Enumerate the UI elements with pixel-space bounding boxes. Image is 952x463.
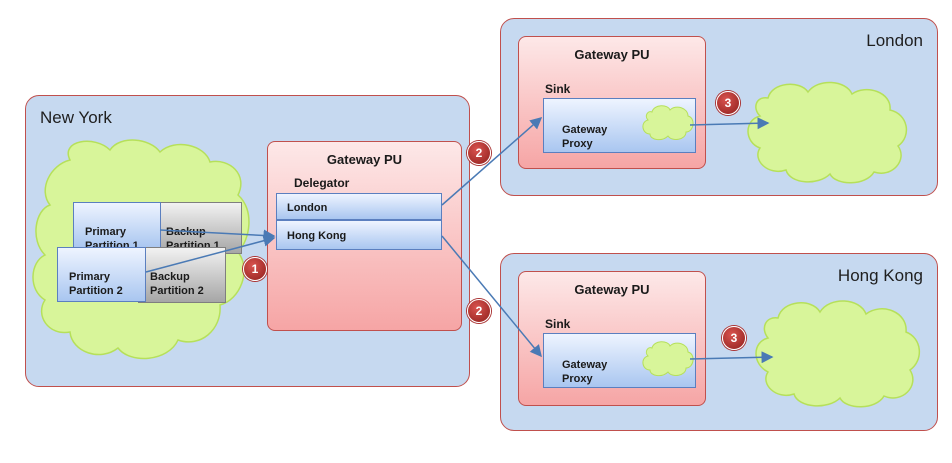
delegator-target-label: Hong Kong: [287, 230, 347, 242]
delegator-target-label: London: [287, 202, 328, 214]
region-title: Hong Kong: [837, 266, 923, 285]
gateway-pu-title: Gateway PU: [574, 282, 650, 297]
arrow-partition1-to-delegator: [159, 229, 276, 242]
gateway-proxy-label: Gateway Proxy: [562, 359, 608, 385]
step-badge-2-hong-kong: 2: [467, 299, 491, 323]
gateway-proxy-label: Gateway Proxy: [562, 124, 608, 150]
delegator-target-london: London: [276, 193, 442, 220]
hong-kong-proxy-cloud: [642, 341, 694, 377]
london-gateway-proxy: Gateway Proxy: [543, 98, 696, 153]
primary-partition-2: Primary Partition 2: [57, 247, 146, 302]
step-badge-1: 1: [243, 257, 267, 281]
london-cloud: [747, 81, 908, 184]
region-title: New York: [40, 108, 112, 127]
delegator-label: Delegator: [294, 176, 350, 190]
delegator-target-hong-kong: Hong Kong: [276, 220, 442, 250]
arrow-delegator-to-hong-kong: [441, 235, 542, 358]
step-badge-2-london: 2: [467, 141, 491, 165]
step-badge-3-london: 3: [716, 91, 740, 115]
gateway-pu-title: Gateway PU: [574, 47, 650, 62]
arrow-hong-kong-proxy-to-space: [689, 351, 774, 364]
sink-label: Sink: [545, 82, 571, 96]
backup-partition-label: Backup Partition 2: [150, 271, 204, 297]
hong-kong-cloud: [755, 300, 920, 408]
region-title: London: [866, 31, 923, 50]
arrow-london-proxy-to-space: [689, 117, 770, 130]
primary-partition-label: Primary Partition 2: [69, 271, 123, 297]
step-badge-3-hong-kong: 3: [722, 326, 746, 350]
gateway-pu-title: Gateway PU: [326, 152, 403, 167]
arrow-delegator-to-london: [441, 117, 543, 206]
backup-partition-2: Backup Partition 2: [138, 247, 226, 303]
arrow-partition2-to-delegator: [145, 234, 276, 273]
london-proxy-cloud: [642, 105, 694, 141]
sink-label: Sink: [545, 317, 571, 331]
